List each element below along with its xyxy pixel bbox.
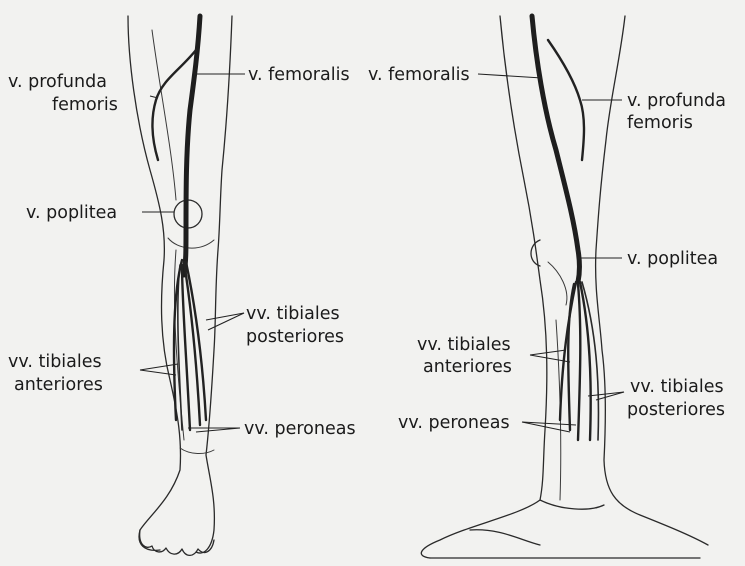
left-leg-outline-medial <box>196 16 232 553</box>
left-label-femoralis: v. femoralis <box>248 65 350 85</box>
left-label-tib-ant-line2: anteriores <box>14 375 103 395</box>
right-tibialis-posterior-vein-1 <box>580 282 591 440</box>
left-label-poplitea: v. poplitea <box>26 203 117 223</box>
left-ankle-line <box>180 448 214 454</box>
right-label-tib-ant-line2: anteriores <box>423 357 512 377</box>
right-label-tib-post-line1: vv. tibiales <box>630 377 724 397</box>
left-label-tib-post-line1: vv. tibiales <box>246 304 340 324</box>
left-leg-outline-lateral <box>128 16 181 550</box>
right-tibialis-anterior-vein-2 <box>568 284 574 430</box>
right-label-profunda-line2: femoris <box>627 113 693 133</box>
right-label-tib-ant-line1: vv. tibiales <box>417 335 511 355</box>
right-label-femoralis: v. femoralis <box>368 65 470 85</box>
right-label-profunda-line1: v. profunda <box>627 91 726 111</box>
left-knee-detail <box>168 238 214 248</box>
left-peronea-vein-2 <box>178 265 182 430</box>
left-label-peroneas: vv. peroneas <box>244 419 356 439</box>
right-leg-outline-front <box>421 16 547 558</box>
left-leg <box>128 16 232 555</box>
left-label-tib-post-line2: posteriores <box>246 327 344 347</box>
left-label-profunda-line1: v. profunda <box>8 72 107 92</box>
left-thigh-contour <box>152 30 176 200</box>
left-toes <box>140 530 214 555</box>
right-label-tib-post-line2: posteriores <box>627 400 725 420</box>
right-knee-detail <box>548 262 567 305</box>
left-label-profunda-line2: femoris <box>52 95 118 115</box>
right-femoral-vein <box>532 16 580 282</box>
right-foot <box>430 500 700 558</box>
left-leader-lines <box>140 74 245 432</box>
left-label-tib-ant-line1: vv. tibiales <box>8 352 102 372</box>
right-label-peroneas: vv. peroneas <box>398 413 510 433</box>
right-label-poplitea: v. poplitea <box>627 249 718 269</box>
right-peronea-vein <box>578 284 580 440</box>
